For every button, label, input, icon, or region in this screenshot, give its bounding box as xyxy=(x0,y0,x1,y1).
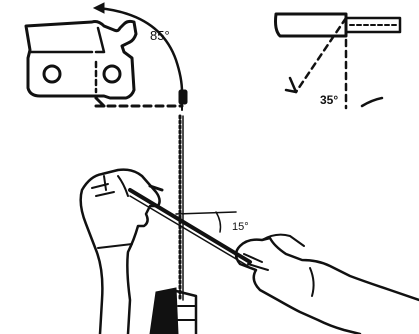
chain-vertical-icon xyxy=(180,116,183,300)
cutter-top-view-icon: 35° xyxy=(276,14,401,108)
left-hand-icon xyxy=(81,170,160,334)
top-plate-angle-label: 85° xyxy=(150,28,170,43)
top-plate-angle-indicator: 85° xyxy=(94,3,187,110)
right-hand-icon xyxy=(236,235,419,334)
top-view-angle-label: 35° xyxy=(320,93,338,107)
file-angle-label: 15° xyxy=(232,221,249,233)
file-guide-icon xyxy=(150,288,196,334)
